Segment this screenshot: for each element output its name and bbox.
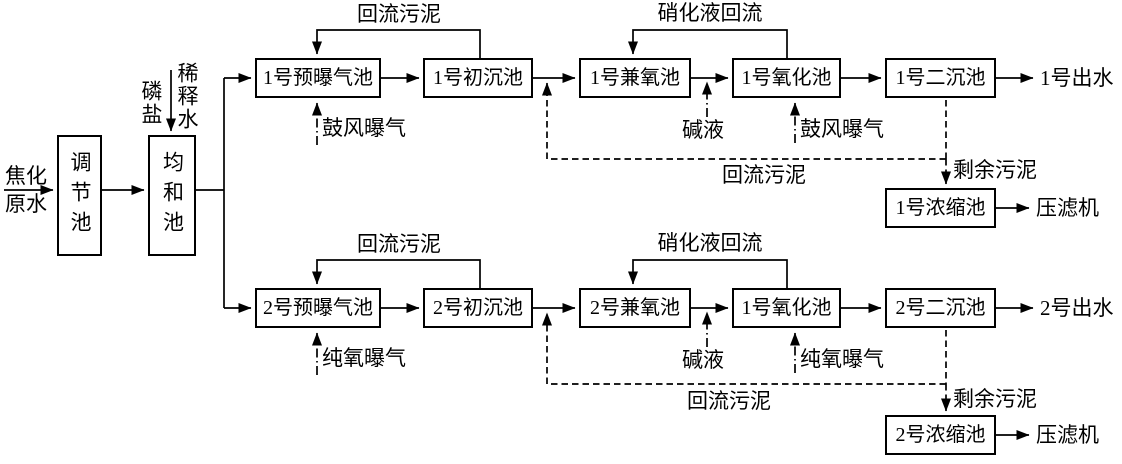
t2-secondary-sedimentation-tank-label: 2号二沉池: [895, 297, 986, 319]
t1-oxidation-tank-box: 1号氧化池: [732, 58, 841, 98]
t1-pre-aeration-tank-box: 1号预曝气池: [255, 58, 381, 98]
t2-nitrified-liquor-return-label: 硝化液回流: [657, 231, 763, 255]
t1-alkali-label: 碱液: [682, 118, 724, 142]
t1-oxidation-aeration-label: 鼓风曝气: [800, 117, 884, 141]
t1-facultative-tank-label: 1号兼氧池: [590, 67, 680, 89]
t1-secondary-sedimentation-tank-label: 1号二沉池: [895, 67, 986, 89]
t2-facultative-tank-box: 2号兼氧池: [579, 288, 691, 328]
t2-pre-aeration-tank-box: 2号预曝气池: [255, 288, 381, 328]
t1-return-sludge-loop-label: 回流污泥: [357, 2, 441, 26]
t2-long-return-sludge-label: 回流污泥: [687, 389, 771, 413]
t1-oxidation-tank-label: 1号氧化池: [741, 67, 832, 89]
t1-thickener-tank-box: 1号浓缩池: [885, 188, 996, 228]
t2-thickener-tank-box: 2号浓缩池: [885, 415, 996, 455]
t2-effluent-label: 2号出水: [1040, 296, 1114, 320]
t1-blower-aeration-label: 鼓风曝气: [322, 116, 406, 140]
equalization-tank-label: 均和池: [160, 150, 185, 241]
t1-primary-sedimentation-tank-label: 1号初沉池: [433, 67, 523, 89]
phosphate-label: 磷盐: [139, 80, 163, 126]
raw-water-label: 焦化 原水: [5, 164, 47, 216]
t2-facultative-tank-label: 2号兼氧池: [590, 297, 680, 319]
t2-return-sludge-loop-line: [312, 259, 481, 288]
t2-return-sludge-loop-label: 回流污泥: [357, 232, 441, 256]
t2-secondary-sedimentation-tank-box: 2号二沉池: [885, 288, 996, 328]
t2-alkali-label: 碱液: [682, 348, 724, 372]
t1-excess-sludge-label: 剩余污泥: [953, 158, 1037, 182]
t2-excess-sludge-label: 剩余污泥: [953, 387, 1037, 411]
t1-pre-aeration-tank-label: 1号预曝气池: [263, 67, 373, 89]
t1-effluent-label: 1号出水: [1040, 66, 1114, 90]
t1-thickener-tank-label: 1号浓缩池: [895, 197, 986, 219]
t2-primary-sedimentation-tank-box: 2号初沉池: [423, 288, 533, 328]
t1-sludge-return-dashed-line: [547, 100, 947, 160]
t2-sludge-return-dashed-line: [547, 330, 947, 385]
t1-facultative-tank-box: 1号兼氧池: [579, 58, 691, 98]
t1-long-return-sludge-label: 回流污泥: [722, 163, 806, 187]
t2-filter-press-label: 压滤机: [1036, 423, 1099, 447]
t1-filter-press-label: 压滤机: [1036, 196, 1099, 220]
t2-oxidation-tank-label: 1号氧化池: [741, 297, 832, 319]
regulation-tank-label: 调节池: [68, 150, 92, 241]
t1-return-sludge-loop-line: [312, 29, 481, 58]
equalization-tank-box: 均和池: [148, 135, 196, 256]
t2-thickener-tank-label: 2号浓缩池: [895, 424, 986, 446]
t1-nitrified-liquor-loop-line: [628, 29, 788, 58]
t1-primary-sedimentation-tank-box: 1号初沉池: [423, 58, 533, 98]
t2-oxidation-aeration-label: 纯氧曝气: [800, 347, 884, 371]
t2-oxidation-tank-box: 1号氧化池: [732, 288, 841, 328]
t2-oxygen-aeration-label: 纯氧曝气: [322, 346, 406, 370]
dilution-water-label: 稀释水: [175, 62, 199, 131]
t2-pre-aeration-tank-label: 2号预曝气池: [263, 297, 373, 319]
t2-primary-sedimentation-tank-label: 2号初沉池: [433, 297, 523, 319]
t2-nitrified-liquor-loop-line: [628, 259, 788, 288]
t1-nitrified-liquor-return-label: 硝化液回流: [657, 1, 763, 25]
split-branch-line: [196, 78, 225, 308]
t1-secondary-sedimentation-tank-box: 1号二沉池: [885, 58, 996, 98]
regulation-tank-box: 调节池: [57, 135, 102, 256]
